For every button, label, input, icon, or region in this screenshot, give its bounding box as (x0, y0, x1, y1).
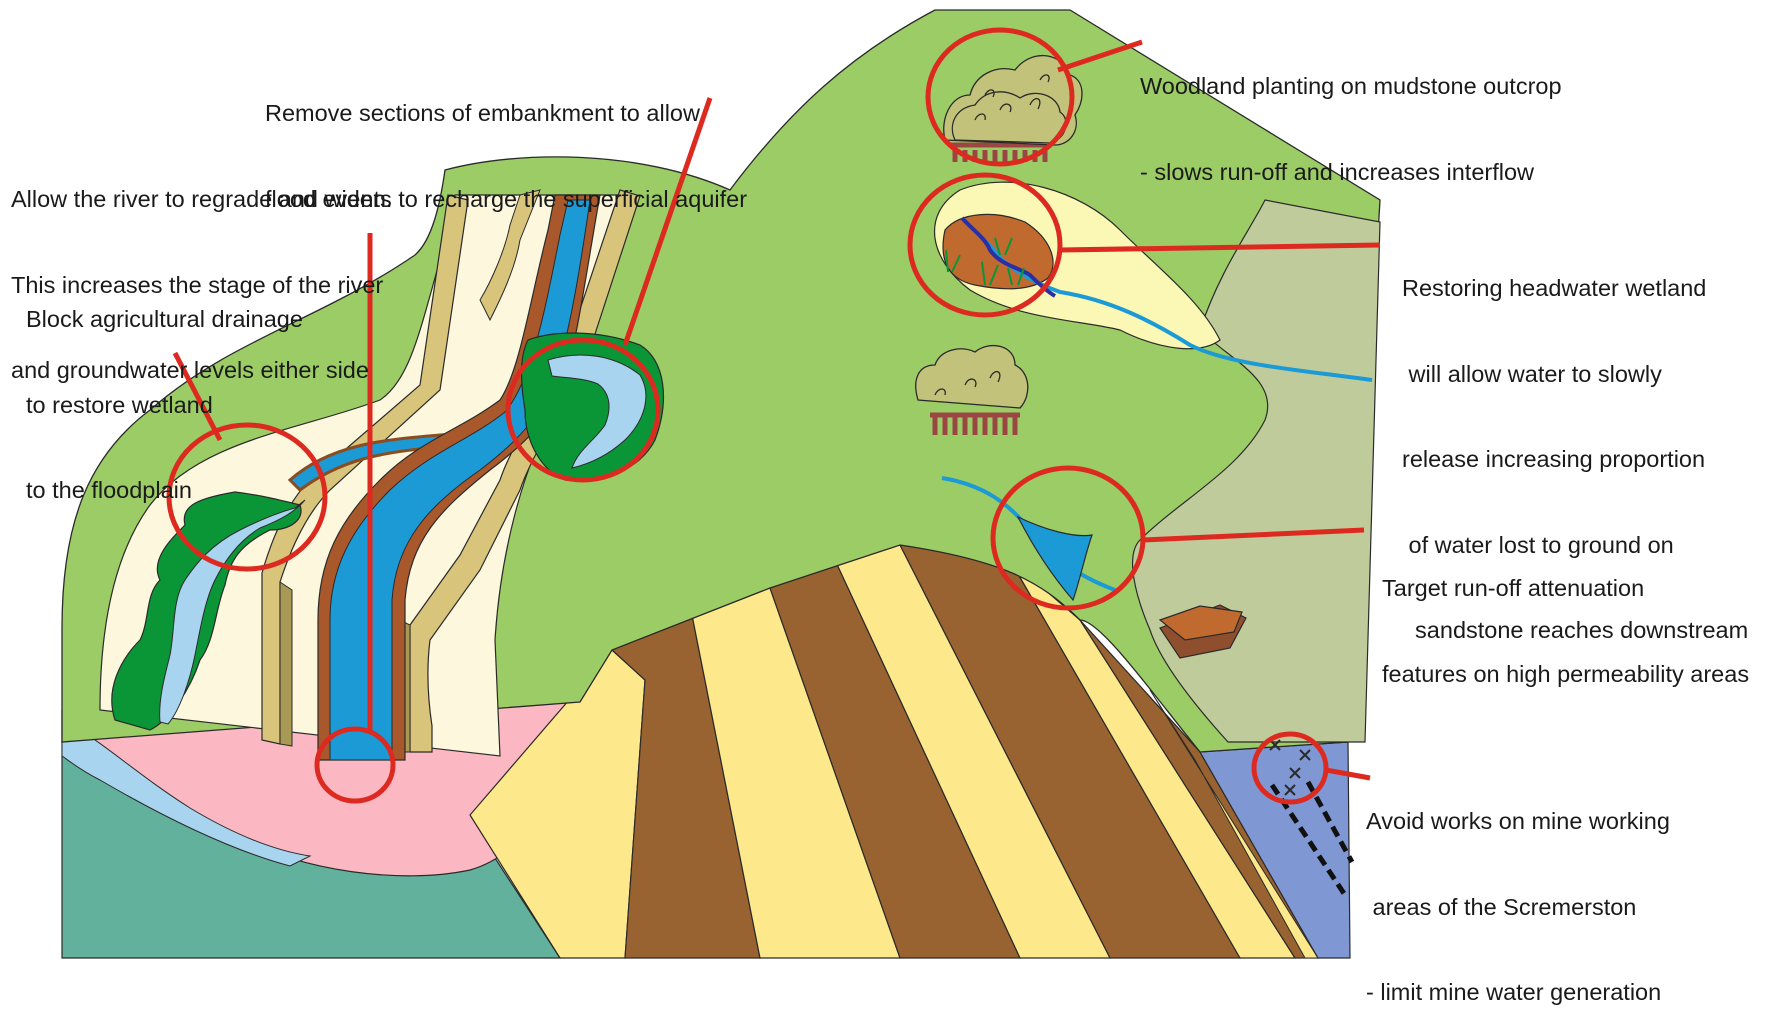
annotation-line: to restore wetland (26, 391, 303, 420)
annotation-line: Remove sections of embankment to allow (265, 99, 747, 128)
catchment-diagram: Remove sections of embankment to allow f… (0, 0, 1782, 962)
annotation-line: will allow water to slowly (1402, 360, 1748, 389)
annotation-line: areas of the Scremerston (1366, 893, 1670, 922)
annotation-line: Avoid works on mine working (1366, 807, 1670, 836)
annotation-line: Woodland planting on mudstone outcrop (1140, 72, 1562, 101)
annotation-woodland-planting: Woodland planting on mudstone outcrop - … (1140, 15, 1562, 215)
annotation-block-drainage: Block agricultural drainage to restore w… (26, 248, 303, 533)
annotation-runoff-attenuation: Target run-off attenuation features on h… (1382, 517, 1749, 717)
annotation-line: Block agricultural drainage (26, 305, 303, 334)
annotation-line: - slows run-off and increases interflow (1140, 158, 1562, 187)
annotation-mine-workings: Avoid works on mine working areas of the… (1366, 750, 1670, 1035)
annotation-line: Target run-off attenuation (1382, 574, 1749, 603)
annotation-line: Allow the river to regrade and widen. (11, 185, 392, 214)
annotation-line: Restoring headwater wetland (1402, 274, 1748, 303)
annotation-line: - limit mine water generation (1366, 978, 1670, 1007)
embankment-left-face (280, 582, 292, 746)
annotation-line: features on high permeability areas (1382, 660, 1749, 689)
annotation-line: to the floodplain (26, 476, 303, 505)
annotation-line: release increasing proportion (1402, 445, 1748, 474)
